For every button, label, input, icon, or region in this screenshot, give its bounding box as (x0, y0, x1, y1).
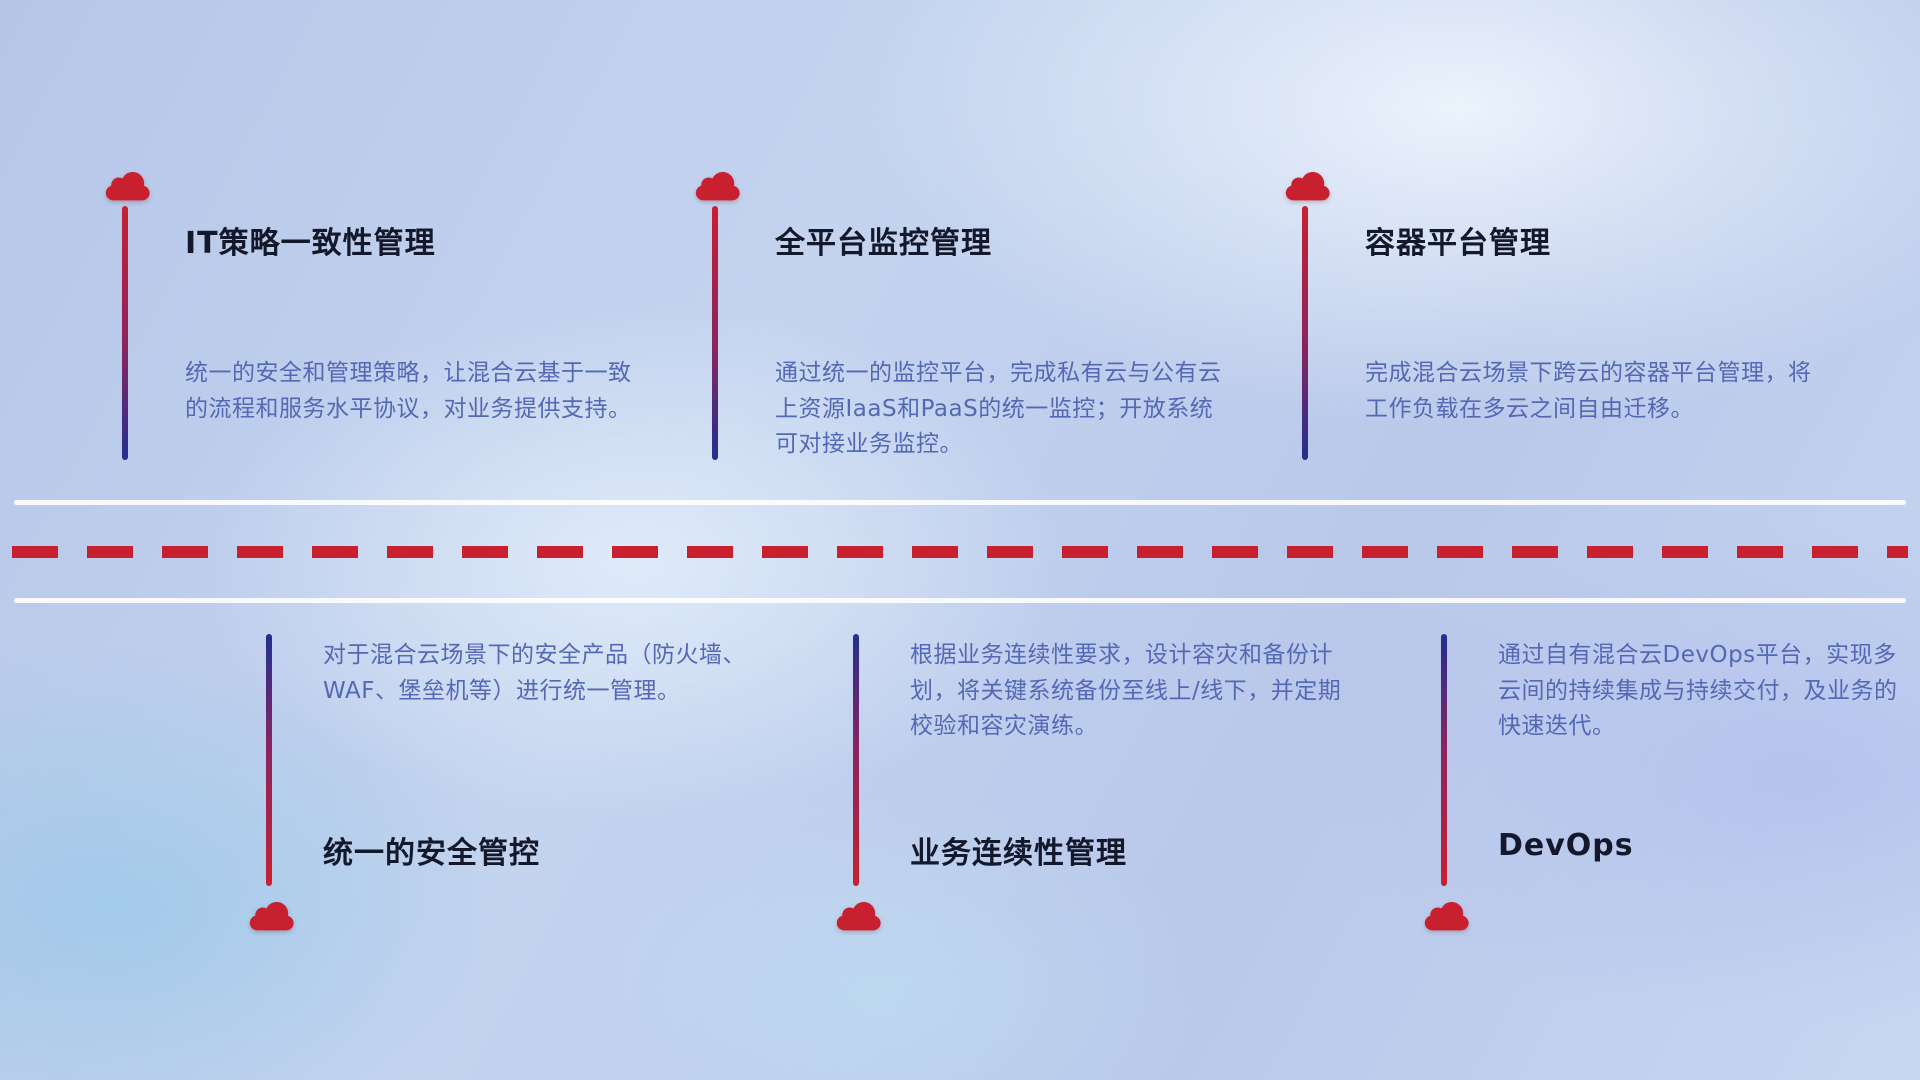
item-description: 统一的安全和管理策略，让混合云基于一致的流程和服务水平协议，对业务提供支持。 (185, 360, 632, 422)
item-description: 对于混合云场景下的安全产品（防火墙、WAF、堡垒机等）进行统一管理。 (323, 642, 746, 704)
timeline-stem (712, 206, 718, 460)
item-title: 统一的安全管控 (323, 836, 540, 871)
timeline-dashed-line (8, 545, 1912, 559)
timeline-stem (853, 634, 859, 886)
timeline-stem (266, 634, 272, 886)
item-title: DevOps (1498, 828, 1634, 863)
item-title: IT策略一致性管理 (185, 226, 436, 261)
item-title: 全平台监控管理 (775, 226, 992, 261)
item-description: 通过统一的监控平台，完成私有云与公有云上资源IaaS和PaaS的统一监控；开放系… (775, 360, 1222, 458)
divider-line-bottom (14, 598, 1906, 603)
cloud-icon (96, 162, 154, 204)
item-description: 通过自有混合云DevOps平台，实现多云间的持续集成与持续交付，及业务的快速迭代… (1498, 642, 1898, 740)
timeline-stem (1302, 206, 1308, 460)
cloud-icon (240, 892, 298, 934)
timeline-stem (1441, 634, 1447, 886)
cloud-icon (827, 892, 885, 934)
item-description: 完成混合云场景下跨云的容器平台管理，将工作负载在多云之间自由迁移。 (1365, 360, 1812, 422)
cloud-icon (686, 162, 744, 204)
timeline-stem (122, 206, 128, 460)
cloud-icon (1415, 892, 1473, 934)
item-title: 业务连续性管理 (910, 836, 1127, 871)
item-title: 容器平台管理 (1365, 226, 1551, 261)
item-description: 根据业务连续性要求，设计容灾和备份计划，将关键系统备份至线上/线下，并定期校验和… (910, 642, 1342, 740)
cloud-icon (1276, 162, 1334, 204)
divider-line-top (14, 500, 1906, 505)
